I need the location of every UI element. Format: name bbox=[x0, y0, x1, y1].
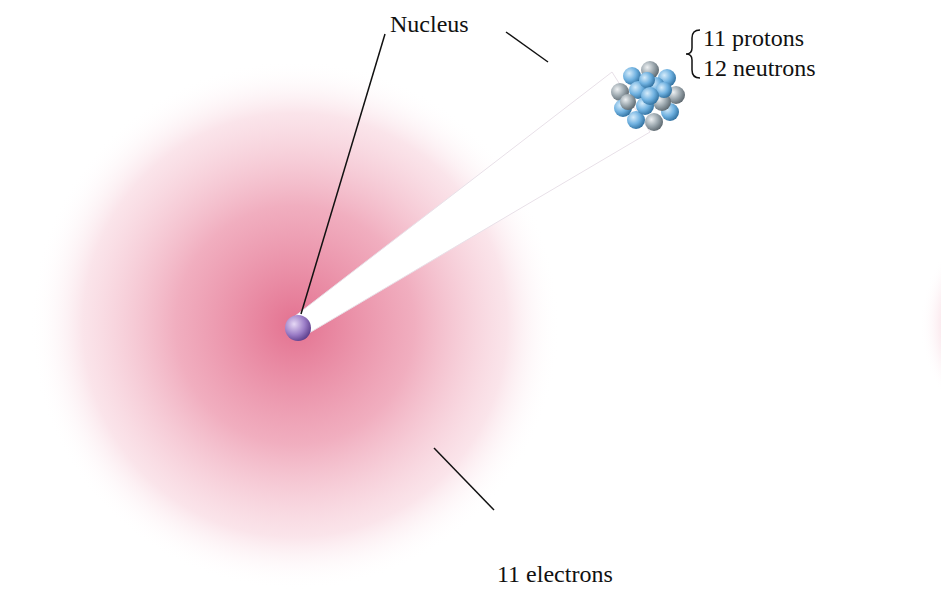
electron-cloud bbox=[30, 60, 560, 590]
callout-label: 11 protons bbox=[703, 24, 804, 52]
nucleus-cluster bbox=[611, 61, 685, 131]
electron-cloud bbox=[920, 205, 941, 445]
nucleus-dot bbox=[285, 315, 311, 341]
leader-line bbox=[506, 32, 548, 62]
leader-line bbox=[301, 34, 385, 314]
brace bbox=[686, 30, 700, 78]
callout-label: 11 electrons bbox=[497, 560, 613, 588]
callout-label: Nucleus bbox=[390, 10, 469, 38]
leader-line bbox=[434, 448, 494, 510]
magnification-cone bbox=[290, 72, 650, 336]
callout-label: 12 neutrons bbox=[703, 54, 816, 82]
